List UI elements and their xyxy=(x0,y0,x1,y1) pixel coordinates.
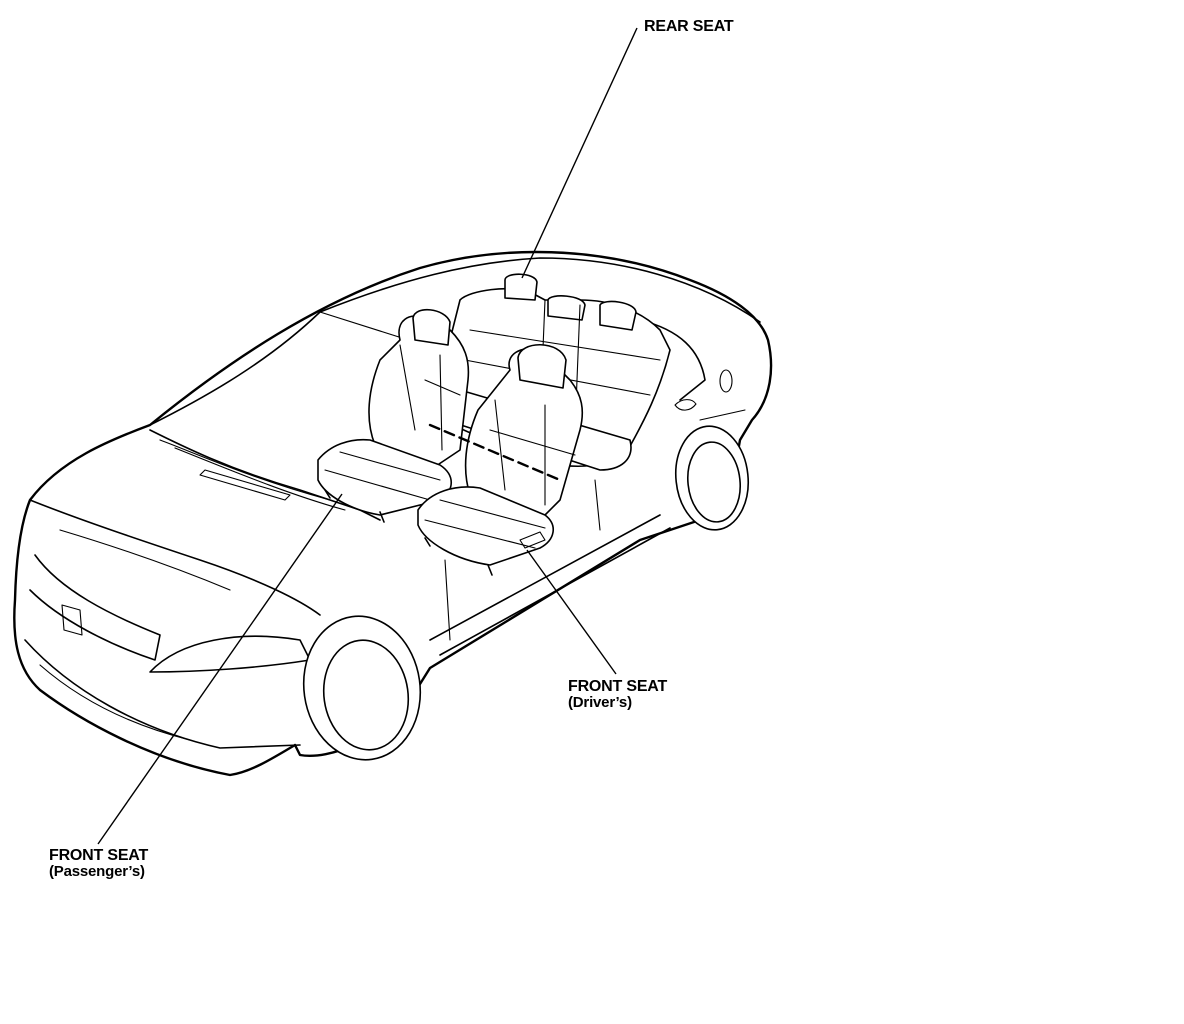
front-wheel xyxy=(322,639,410,751)
callout-rear-seat-label: REAR SEAT xyxy=(644,18,734,35)
callout-front-seat-passenger-line1: FRONT SEAT xyxy=(49,847,149,864)
leader-line-passenger-seat xyxy=(97,493,343,845)
callout-rear-seat: REAR SEAT xyxy=(644,18,734,35)
bumper-lower xyxy=(39,664,191,741)
callout-front-seat-passenger-line2: (Passenger’s) xyxy=(49,863,145,880)
driver-seatback-seams xyxy=(489,399,576,506)
front-grille xyxy=(29,554,161,661)
driver-seat-rail xyxy=(424,537,493,576)
passenger-seatback-seams xyxy=(399,344,461,451)
rear-quarter-line xyxy=(699,409,746,421)
front-seat-passenger xyxy=(317,309,470,523)
driver-headrest xyxy=(517,344,567,389)
passenger-headrest xyxy=(412,309,451,346)
driver-seat-adjuster xyxy=(519,531,546,549)
leader-line-driver-seat xyxy=(526,549,617,675)
callout-front-seat-driver: FRONT SEAT (Driver’s) xyxy=(568,679,667,711)
passenger-seatback xyxy=(368,315,470,471)
front-emblem xyxy=(61,604,83,636)
fuel-door xyxy=(719,369,733,393)
driver-cushion-seams xyxy=(424,499,546,549)
door-line-front xyxy=(444,559,451,641)
rear-headrest-center xyxy=(547,295,586,321)
dashboard-line xyxy=(149,429,381,521)
hood-line xyxy=(29,499,321,616)
callout-front-seat-driver-line1: FRONT SEAT xyxy=(568,678,668,695)
passenger-cushion-seams xyxy=(324,451,441,501)
hood-crease xyxy=(59,529,231,591)
wiper-area xyxy=(159,439,346,511)
rear-headrest-left xyxy=(504,273,538,301)
leader-line-rear-seat xyxy=(521,27,638,279)
callout-front-seat-passenger: FRONT SEAT (Passenger’s) xyxy=(49,848,148,880)
car-body xyxy=(13,250,773,777)
center-console-line xyxy=(428,423,562,482)
front-bumper xyxy=(24,639,301,749)
front-seat-driver xyxy=(417,344,584,576)
roof-line xyxy=(149,257,761,426)
front-wheel-arch xyxy=(302,615,422,761)
rear-door-handle xyxy=(674,399,697,411)
callout-front-seat-driver-line2: (Driver’s) xyxy=(568,694,632,711)
rear-wheel xyxy=(687,441,741,523)
headlight xyxy=(149,635,311,673)
door-line-rear xyxy=(594,479,601,531)
rear-headrest-right xyxy=(599,300,637,331)
side-sill xyxy=(429,514,671,656)
driver-seat-cushion xyxy=(417,486,554,566)
vent-slot xyxy=(199,469,291,501)
passenger-seat-rail xyxy=(324,489,385,523)
